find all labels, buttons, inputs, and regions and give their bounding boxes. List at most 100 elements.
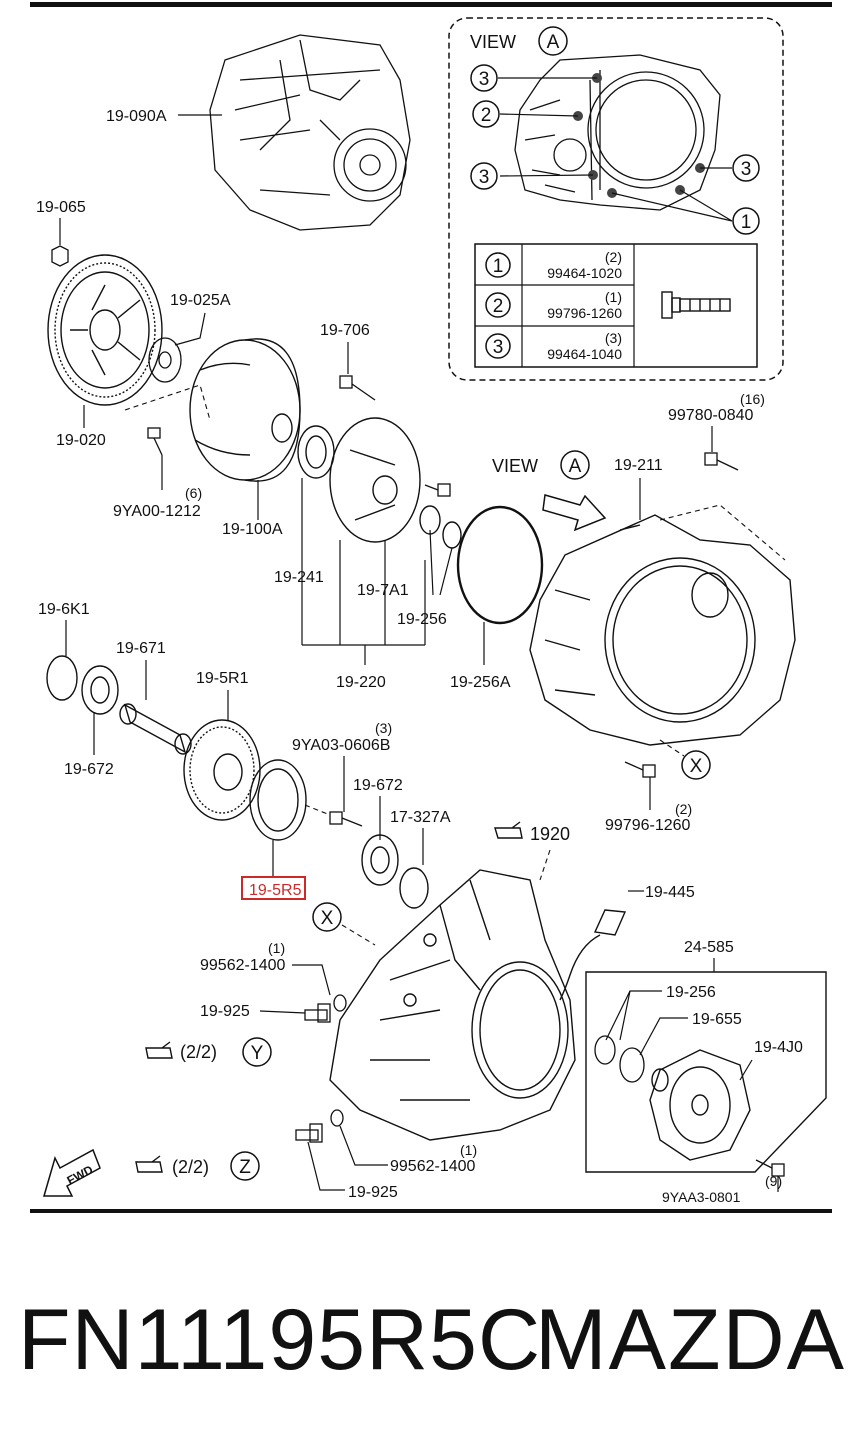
inset-box-24-585 — [585, 971, 827, 1173]
ref-2-2-y: (2/2) — [180, 1042, 217, 1062]
label-19-672-b: 19-672 — [353, 777, 403, 794]
label-19-6k1: 19-6K1 — [38, 601, 90, 618]
label-9yaa3-0801: 9YAA3-0801 — [662, 1189, 741, 1205]
table-row: 3 (3) 99464-1040 — [485, 330, 622, 362]
gear-illustration — [183, 719, 261, 821]
circle-y-marker: Y — [251, 1043, 264, 1064]
inset-callouts: 3 2 3 3 1 — [470, 64, 760, 235]
label-19-5r5: 19-5R5 — [249, 882, 302, 899]
end-cover-illustration — [649, 1049, 751, 1161]
label-19-671: 19-671 — [116, 640, 166, 657]
inset-view-letter: A — [547, 32, 560, 53]
view-arrow-title: VIEW — [492, 456, 538, 476]
parts-diagram: VIEW A — [30, 2, 832, 1213]
label-9ya00-1212: 9YA00-1212 — [113, 503, 201, 520]
label-19-020: 19-020 — [56, 432, 106, 449]
bolt-icon — [704, 452, 739, 471]
label-99780-0840: 99780-0840 — [668, 407, 754, 424]
o-ring-19-256a — [456, 505, 544, 625]
view-a-inset: VIEW A — [448, 17, 784, 381]
table-row-qty: (1) — [605, 289, 622, 305]
sensor-illustration — [559, 909, 627, 1001]
view-arrow-letter: A — [569, 456, 582, 477]
label-9yaa3-qty: (9) — [765, 1173, 782, 1189]
table-row-part: 99796-1260 — [547, 305, 622, 321]
hand-pointer-icon — [145, 1041, 173, 1059]
bolt-icon — [424, 483, 451, 497]
circle-x-marker: X — [321, 908, 334, 929]
bearing-illustration — [81, 665, 119, 715]
bolt-icon — [329, 811, 363, 827]
inset-callout-2: 2 — [481, 105, 492, 126]
label-19-925-a: 19-925 — [200, 1003, 250, 1020]
label-19-4j0: 19-4J0 — [754, 1039, 803, 1056]
transaxle-assembly-illustration — [209, 34, 411, 231]
circle-z-marker: Z — [239, 1157, 251, 1178]
label-19-241: 19-241 — [274, 569, 324, 586]
bolt-icon — [624, 761, 656, 778]
hand-pointer-icon — [494, 821, 523, 839]
plug-icon — [295, 1123, 323, 1143]
part-code: FN11195R5C — [18, 1292, 542, 1388]
view-a-pointer: VIEW A — [492, 450, 607, 532]
table-row-part: 99464-1040 — [547, 346, 622, 362]
label-19-655: 19-655 — [692, 1011, 742, 1028]
label-17-327a: 17-327A — [390, 809, 451, 826]
label-19-256: 19-256 — [397, 611, 447, 628]
label-9ya03-qty: (3) — [375, 720, 392, 736]
table-row-qty: (3) — [605, 330, 622, 346]
torque-converter-illustration — [189, 338, 301, 482]
label-19-065: 19-065 — [36, 199, 86, 216]
inset-housing-illustration — [514, 54, 721, 211]
fwd-arrow-icon: FWD — [43, 1148, 101, 1197]
highlight-box — [241, 876, 306, 900]
bearing-illustration — [361, 834, 399, 886]
top-rule — [30, 2, 832, 7]
inset-view-title: VIEW — [470, 32, 516, 52]
label-99796-qty: (2) — [675, 801, 692, 817]
hand-pointer-icon — [135, 1155, 163, 1173]
converter-housing-illustration — [529, 514, 796, 746]
inset-callout-1: 1 — [741, 212, 752, 233]
label-19-025a: 19-025A — [170, 292, 231, 309]
inset-callout-3a: 3 — [479, 69, 490, 90]
label-19-706: 19-706 — [320, 322, 370, 339]
seal-illustration — [399, 867, 429, 909]
table-row-qty: (2) — [605, 249, 622, 265]
spacer-plate-illustration — [148, 337, 182, 383]
table-row-num: 3 — [493, 337, 504, 358]
table-row: 2 (1) 99796-1260 — [485, 289, 622, 321]
label-19-211: 19-211 — [614, 457, 663, 474]
footer: FN11195R5C MAZDA — [0, 1290, 864, 1410]
oil-pump-illustration — [297, 417, 462, 549]
label-19-672-a: 19-672 — [64, 761, 114, 778]
plug-icon — [304, 1003, 331, 1023]
label-19-445: 19-445 — [645, 884, 695, 901]
bolt-icon — [147, 427, 163, 456]
snap-ring-illustration — [46, 655, 78, 701]
ref-2-2-z: (2/2) — [172, 1157, 209, 1177]
label-19-925-b: 19-925 — [348, 1184, 398, 1201]
table-row: 1 (2) 99464-1020 — [485, 249, 622, 281]
label-19-090a: 19-090A — [106, 108, 167, 125]
label-19-220: 19-220 — [336, 674, 386, 691]
bolt-icon — [339, 375, 376, 401]
label-19-7a1: 19-7A1 — [357, 582, 409, 599]
inset-callout-3c: 3 — [741, 159, 752, 180]
table-row-num: 1 — [493, 256, 504, 277]
drive-plate-illustration — [47, 254, 163, 406]
label-9ya00-qty: (6) — [185, 485, 202, 501]
transmission-case-illustration — [329, 869, 576, 1141]
table-row-part: 99464-1020 — [547, 265, 622, 281]
shim-plate-19-5r5-illustration — [249, 759, 307, 841]
nut-icon — [51, 245, 69, 267]
label-99562-qty-b: (1) — [460, 1142, 477, 1158]
label-99562-1400-a: 99562-1400 — [200, 957, 286, 974]
label-99780-qty: (16) — [740, 391, 765, 407]
label-99562-qty-a: (1) — [268, 940, 285, 956]
label-19-256a: 19-256A — [450, 674, 511, 691]
output-shaft-illustration — [119, 703, 192, 755]
label-19-256-b: 19-256 — [666, 984, 716, 1001]
label-24-585: 24-585 — [684, 939, 734, 956]
inset-callout-3b: 3 — [479, 167, 490, 188]
